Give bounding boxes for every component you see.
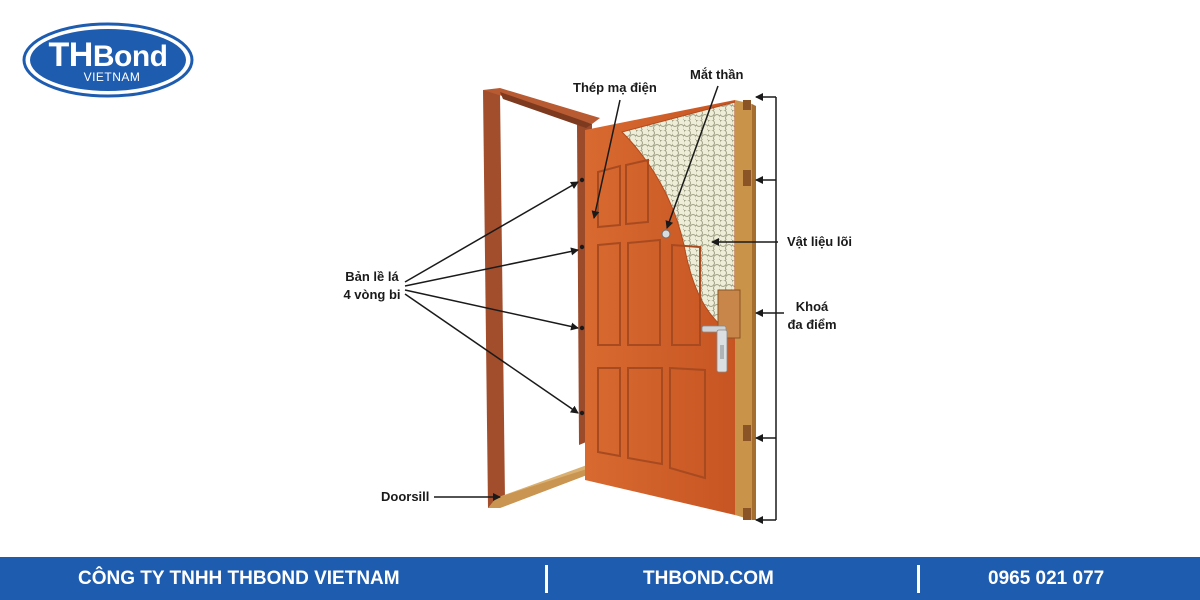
footer-divider bbox=[917, 565, 920, 593]
lock-bracket bbox=[755, 93, 784, 524]
peephole-arrow bbox=[665, 85, 719, 229]
door-frame bbox=[483, 88, 600, 508]
label-doorsill: Doorsill bbox=[381, 489, 430, 504]
footer-website[interactable]: THBOND.COM bbox=[643, 568, 774, 589]
door-leaf bbox=[585, 100, 756, 520]
footer-phone[interactable]: 0965 021 077 bbox=[988, 568, 1105, 589]
label-peephole: Mắt thần bbox=[690, 67, 744, 82]
label-steel: Thép mạ điện bbox=[573, 80, 657, 95]
label-core: Vật liệu lõi bbox=[787, 234, 853, 249]
hinge-dots bbox=[579, 177, 585, 416]
hinge-arrows bbox=[404, 181, 579, 414]
thbond-logo: THBond VIETNAM bbox=[22, 22, 194, 98]
steel-arrow bbox=[591, 99, 621, 219]
door-diagram bbox=[404, 85, 784, 524]
footer-divider bbox=[545, 565, 548, 593]
logo-oval-icon bbox=[22, 22, 194, 98]
door-panels bbox=[597, 158, 706, 480]
logo-subtitle: VIETNAM bbox=[83, 70, 141, 84]
footer-bar: CÔNG TY TNHH THBOND VIETNAM THBOND.COM 0… bbox=[0, 557, 1200, 600]
logo-wordmark: THBond bbox=[48, 36, 168, 74]
footer-company: CÔNG TY TNHH THBOND VIETNAM bbox=[78, 568, 400, 589]
